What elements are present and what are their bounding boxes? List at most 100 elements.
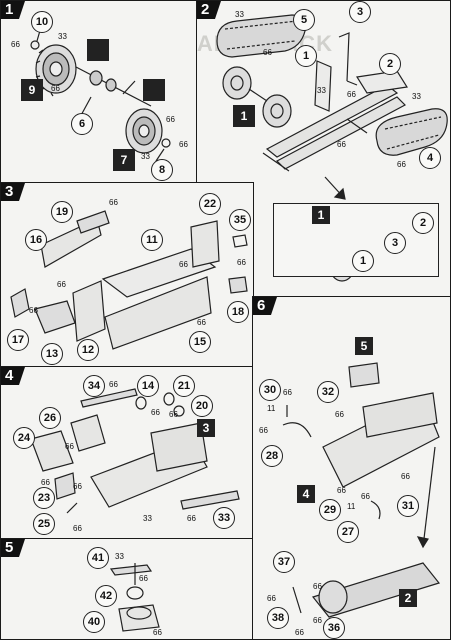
part-callout-36: 36 xyxy=(323,617,345,639)
step-ref-1-inset: 1 xyxy=(312,206,330,224)
part-callout-5: 5 xyxy=(293,9,315,31)
part-callout-30: 30 xyxy=(259,379,281,401)
step-number: 4 xyxy=(1,367,25,385)
part-callout-40: 40 xyxy=(83,611,105,633)
step-number: 6 xyxy=(253,297,277,315)
paint-code: 66 xyxy=(151,408,160,417)
part-callout-13: 13 xyxy=(41,343,63,365)
paint-code: 66 xyxy=(153,628,162,637)
part-callout-32: 32 xyxy=(317,381,339,403)
step-number: 2 xyxy=(197,1,221,19)
part-callout-1: 1 xyxy=(295,45,317,67)
step-4-panel: 4 34 66 14 21 20 66 66 26 3 24 66 66 23 … xyxy=(0,366,254,540)
step-3-drawing xyxy=(10,210,248,350)
paint-code: 66 xyxy=(237,258,246,267)
part-callout-2: 2 xyxy=(379,53,401,75)
paint-code: 66 xyxy=(283,388,292,397)
part-callout-18: 18 xyxy=(227,301,249,323)
paint-code: 33 xyxy=(235,10,244,19)
paint-code: 33 xyxy=(143,514,152,523)
part-callout-7: 7 xyxy=(113,149,135,171)
step-number: 5 xyxy=(1,539,25,557)
paint-code: 11 xyxy=(267,404,276,413)
part-callout-15: 15 xyxy=(189,331,211,353)
part-callout-4: 4 xyxy=(419,147,441,169)
paint-code: 66 xyxy=(187,514,196,523)
paint-code: 66 xyxy=(29,306,38,315)
part-callout-34: 34 xyxy=(83,375,105,397)
paint-code: 66 xyxy=(313,616,322,625)
paint-code: 66 xyxy=(313,582,322,591)
step-6-drawing xyxy=(282,362,441,618)
part-callout-1-inset: 1 xyxy=(352,250,374,272)
paint-code: 66 xyxy=(397,160,406,169)
part-callout-12: 12 xyxy=(77,339,99,361)
part-callout-11: 11 xyxy=(141,229,163,251)
part-callout-31: 31 xyxy=(397,495,419,517)
step-2-panel: 2 WHITE HALF-TRACK xyxy=(196,0,451,298)
part-callout-23: 23 xyxy=(33,487,55,509)
step-ref-2: 2 xyxy=(399,589,417,607)
part-callout-29: 29 xyxy=(319,499,341,521)
step-number: 1 xyxy=(1,1,25,19)
part-callout-16: 16 xyxy=(25,229,47,251)
part-callout-14: 14 xyxy=(137,375,159,397)
step-6-panel: 6 5 30 66 11 32 66 66 28 4 66 66 29 11 3… xyxy=(252,296,451,640)
part-callout-9b xyxy=(87,39,109,61)
paint-code: 66 xyxy=(41,478,50,487)
paint-code: 66 xyxy=(347,90,356,99)
step-ref-3: 3 xyxy=(197,419,215,437)
step-4-drawing xyxy=(30,388,240,514)
part-callout-26: 26 xyxy=(39,407,61,429)
part-callout-10: 10 xyxy=(31,11,53,33)
paint-code: 11 xyxy=(347,502,356,511)
paint-code: 66 xyxy=(11,40,20,49)
part-callout-3: 3 xyxy=(349,1,371,23)
paint-code: 66 xyxy=(109,380,118,389)
step-ref-4: 4 xyxy=(297,485,315,503)
paint-code: 33 xyxy=(115,552,124,561)
paint-code: 66 xyxy=(179,140,188,149)
step-1-drawing xyxy=(30,26,171,162)
paint-code: 66 xyxy=(259,426,268,435)
paint-code: 66 xyxy=(337,486,346,495)
paint-code: 66 xyxy=(361,492,370,501)
paint-code: 33 xyxy=(412,92,421,101)
step-number: 3 xyxy=(1,183,25,201)
part-callout-9: 9 xyxy=(21,79,43,101)
step-3-panel: 3 19 66 22 35 16 11 66 66 66 66 18 66 17… xyxy=(0,182,254,368)
part-callout-8: 8 xyxy=(151,159,173,181)
part-callout-37: 37 xyxy=(273,551,295,573)
step-5-panel: 5 41 33 42 66 40 66 xyxy=(0,538,254,640)
part-callout-27: 27 xyxy=(337,521,359,543)
part-callout-21: 21 xyxy=(173,375,195,397)
paint-code: 66 xyxy=(109,198,118,207)
paint-code: 66 xyxy=(401,472,410,481)
part-callout-17: 17 xyxy=(7,329,29,351)
paint-code: 66 xyxy=(335,410,344,419)
step-ref-5: 5 xyxy=(355,337,373,355)
paint-code: 66 xyxy=(263,48,272,57)
paint-code: 66 xyxy=(337,140,346,149)
step-5-drawing xyxy=(109,563,160,632)
paint-code: 66 xyxy=(73,524,82,533)
part-callout-3-inset: 3 xyxy=(384,232,406,254)
part-callout-33: 33 xyxy=(213,507,235,529)
step-1-panel: 1 10 66 33 9 66 xyxy=(0,0,198,184)
paint-code: 33 xyxy=(141,152,150,161)
part-callout-41: 41 xyxy=(87,547,109,569)
part-callout-22: 22 xyxy=(199,193,221,215)
part-callout-6: 6 xyxy=(71,113,93,135)
paint-code: 66 xyxy=(65,442,74,451)
part-callout-20: 20 xyxy=(191,395,213,417)
part-callout-7-top xyxy=(143,79,165,101)
part-callout-2-inset: 2 xyxy=(412,212,434,234)
step-ref-1: 1 xyxy=(233,105,255,127)
paint-code: 66 xyxy=(166,115,175,124)
paint-code: 66 xyxy=(295,628,304,637)
part-callout-42: 42 xyxy=(95,585,117,607)
part-callout-24: 24 xyxy=(13,427,35,449)
paint-code: 66 xyxy=(169,410,178,419)
paint-code: 66 xyxy=(139,574,148,583)
paint-code: 66 xyxy=(73,482,82,491)
